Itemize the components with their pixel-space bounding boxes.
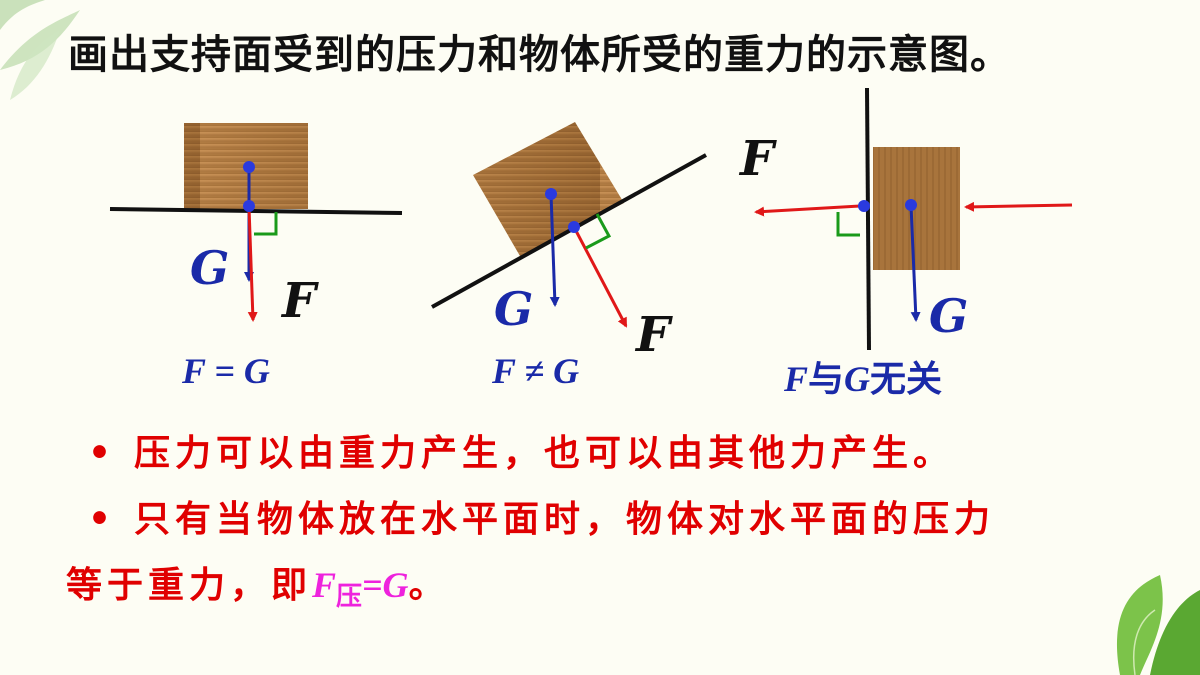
equation-3: F与G无关	[784, 350, 942, 402]
gravity-arrow-3	[909, 204, 921, 322]
equation-3-end: 无关	[870, 359, 943, 400]
right-angle-mark-1	[254, 212, 278, 236]
label-F-3: F	[738, 131, 777, 187]
equation-2: F ≠ G	[492, 351, 580, 391]
wood-block-3	[873, 147, 960, 270]
gravity-arrow-2	[549, 193, 560, 307]
contact-point-1	[243, 200, 255, 212]
diagram-horizontal	[109, 123, 403, 322]
right-angle-mark-3	[836, 212, 860, 237]
bullet-2-text-line1: 只有当物体放在水平面时，物体对水平面的压力	[134, 498, 996, 540]
label-G-1: G	[190, 241, 229, 295]
center-point-1	[243, 161, 255, 173]
equation-3-g: G	[844, 359, 871, 399]
bullet-point-2: • 只有当物体放在水平面时，物体对水平面的压力	[88, 490, 995, 542]
pushing-force-arrow	[964, 201, 1073, 212]
bullet-marker: •	[88, 498, 117, 540]
formula-pressure-equals-gravity: F压=G	[312, 565, 409, 612]
formula-subscript: 压	[336, 582, 363, 612]
formula-f: F	[312, 565, 337, 605]
bullet-point-1: • 压力可以由重力产生，也可以由其他力产生。	[88, 424, 954, 476]
surface-horizontal	[109, 207, 403, 215]
bullet-1-text: 压力可以由重力产生，也可以由其他力产生。	[134, 432, 955, 474]
equation-3-f: F	[784, 359, 809, 399]
right-angle-mark-2	[585, 213, 612, 250]
label-G-2: G	[494, 282, 533, 336]
bullet-marker: •	[88, 432, 117, 474]
equation-3-mid: 与	[808, 359, 845, 400]
center-point-2	[545, 188, 557, 200]
pressure-arrow-2	[572, 226, 628, 328]
label-F-2: F	[634, 307, 673, 363]
leaf-decoration-bottom-right	[1116, 575, 1200, 675]
bullet-2-end: 。	[408, 564, 450, 606]
contact-point-3	[858, 200, 870, 212]
page-title: 画出支持面受到的压力和物体所受的重力的示意图。	[68, 32, 1011, 78]
formula-rest: =G	[362, 565, 409, 605]
leaf-decoration-top-left	[0, 0, 80, 100]
contact-point-2	[568, 221, 580, 233]
label-G-3: G	[929, 289, 968, 343]
surface-wall	[865, 87, 871, 351]
pressure-arrow-1	[247, 206, 258, 322]
equation-1: F = G	[182, 351, 270, 391]
bullet-2-text-line2: 等于重力，即	[66, 564, 313, 606]
bullet-point-2-continued: 等于重力，即F压=G。	[66, 556, 450, 613]
pressure-arrow-3	[754, 204, 861, 217]
surface-incline	[431, 153, 707, 309]
diagram-vertical-wall	[754, 87, 1073, 351]
center-point-3	[905, 199, 917, 211]
label-F-1: F	[280, 273, 319, 329]
diagram-incline	[431, 122, 707, 328]
